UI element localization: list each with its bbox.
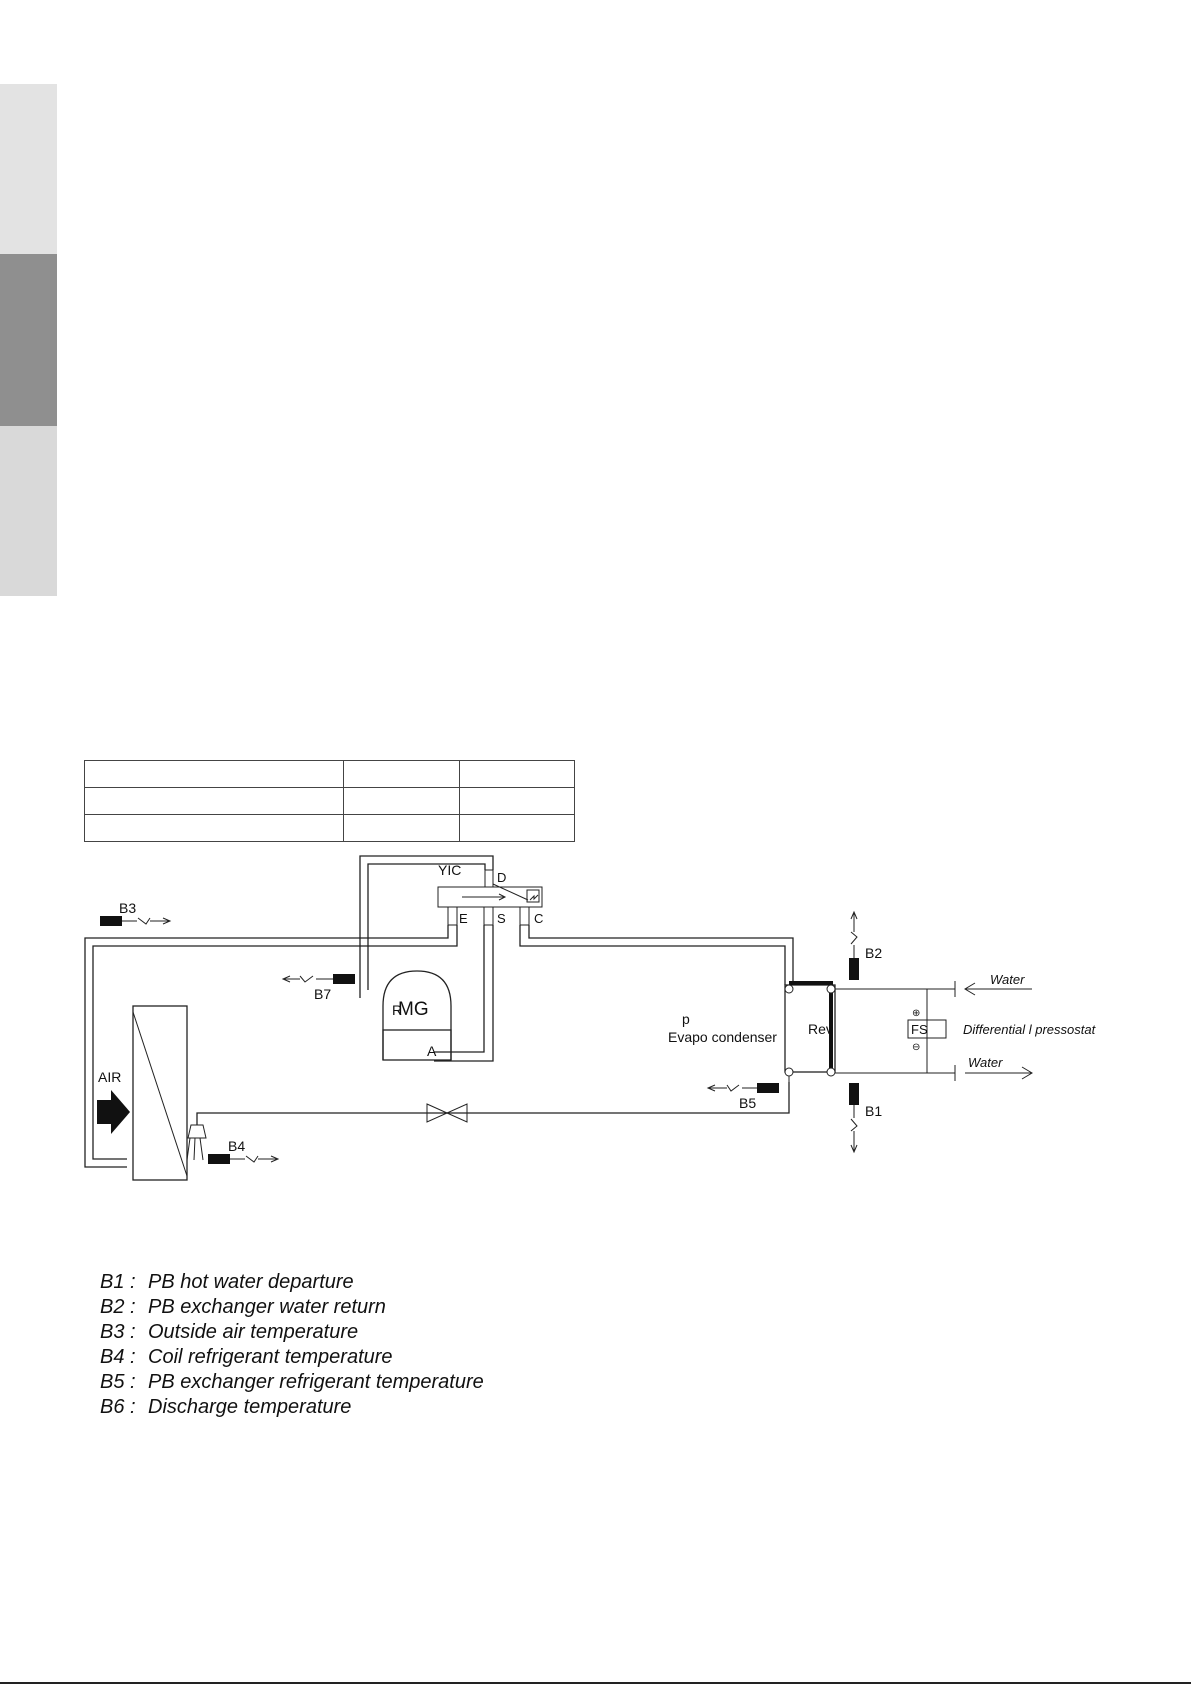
b7-probe-icon (333, 974, 355, 984)
table-row (84, 760, 575, 788)
sensor-b5: B5 (706, 1083, 779, 1111)
sensor-b3: B3 (100, 900, 172, 926)
valve-port-e (447, 906, 458, 926)
b3-probe-icon (100, 916, 122, 926)
legend-item: B5 : PB exchanger refrigerant temperature (100, 1370, 484, 1395)
air-label: AIR (98, 1069, 121, 1085)
plus-icon: ⊕ (912, 1008, 920, 1019)
table-cell (459, 760, 575, 788)
table-cell (343, 787, 460, 815)
pipe-e-to-coil (84, 925, 458, 1168)
b4-label: B4 (228, 1138, 245, 1154)
legend-text: Outside air temperature (148, 1321, 359, 1343)
p-label: p (682, 1011, 690, 1027)
b2-label: B2 (865, 945, 882, 961)
port-e-label: E (459, 911, 468, 926)
side-tab-active (0, 254, 57, 426)
a-label: A (427, 1043, 437, 1059)
legend-item: B1 : PB hot water departure (100, 1270, 484, 1295)
valve-arrow-icon (462, 893, 507, 901)
legend-code: B5 : (100, 1371, 136, 1393)
mg-label: MG (398, 999, 429, 1020)
b5-signal-icon (706, 1084, 757, 1092)
table-cell (84, 814, 344, 842)
b5-probe-icon (757, 1083, 779, 1093)
legend-text: Coil refrigerant temperature (148, 1346, 393, 1368)
empty-spec-table (84, 760, 575, 842)
water-out-label: Water (968, 1055, 1003, 1070)
flow-switch-icon (907, 1019, 947, 1039)
valve-port-s (483, 906, 494, 926)
solenoid-bolt-icon (529, 894, 539, 901)
b4-probe-icon (208, 1154, 230, 1164)
sensor-b2: B2 (849, 910, 882, 980)
water-circuit: FS ⊕ ⊖ Water Water Differential l presso… (835, 972, 1097, 1081)
table-cell (459, 814, 575, 842)
legend-text: Discharge temperature (148, 1396, 352, 1418)
b4-signal-icon (230, 1155, 280, 1163)
air-arrow-icon (97, 1090, 130, 1134)
compressor-mg: R MG A (382, 970, 452, 1061)
rev-label: Rev (808, 1021, 833, 1037)
sensor-legend: B1 : PB hot water departure B2 : PB exchan… (100, 1270, 484, 1420)
differential-pressostat-label: Differential l pressostat (963, 1022, 1097, 1037)
b3-signal-icon (122, 917, 172, 925)
sensor-b4: B4 (186, 1124, 280, 1164)
expansion-valve-icon (426, 1103, 468, 1123)
legend-item: B2 : PB exchanger water return (100, 1295, 484, 1320)
fs-label: FS (911, 1022, 928, 1037)
b7-signal-icon (281, 975, 333, 983)
liquid-line (196, 1082, 790, 1125)
evapo-condenser-exchanger: p Evapo condenser Rev (668, 981, 836, 1082)
b1-label: B1 (865, 1103, 882, 1119)
pipe-c-to-exchanger (519, 925, 794, 985)
table-row (84, 814, 575, 842)
compressor-suction-pipe (359, 855, 494, 998)
port-s-label: S (497, 911, 506, 926)
b3-label: B3 (119, 900, 136, 916)
port-c-label: C (534, 911, 543, 926)
b5-label: B5 (739, 1095, 756, 1111)
legend-code: B2 : (100, 1296, 136, 1318)
b1-signal-icon (850, 1105, 858, 1154)
table-cell (459, 787, 575, 815)
heat-pump-refrigerant-diagram: YIC D E S C R MG A B3 B7 (84, 855, 1097, 1181)
b7-label: B7 (314, 986, 331, 1002)
legend-code: B6 : (100, 1396, 136, 1418)
water-in-arrow-icon (964, 982, 1032, 996)
legend-text: PB exchanger refrigerant temperature (148, 1371, 484, 1393)
sensor-b1: B1 (849, 1083, 882, 1154)
valve-port-c (519, 906, 530, 926)
legend-item: B6 : Discharge temperature (100, 1395, 484, 1420)
air-coil: AIR (97, 1005, 188, 1181)
valve-port-d (484, 869, 494, 888)
port-d-label: D (497, 870, 506, 885)
table-cell (343, 814, 460, 842)
distributor-icon (187, 1124, 207, 1139)
b2-signal-icon (850, 910, 858, 958)
water-in-label: Water (990, 972, 1025, 987)
side-tab-bottom (0, 426, 57, 596)
legend-item: B3 : Outside air temperature (100, 1320, 484, 1345)
yic-label: YIC (438, 862, 461, 878)
legend-text: PB hot water departure (148, 1271, 354, 1293)
r-label: R (392, 1002, 402, 1018)
four-way-valve-yic: YIC D E S C (437, 862, 543, 926)
legend-code: B3 : (100, 1321, 136, 1343)
valve-solenoid-icon (526, 889, 540, 903)
footer-rule (0, 1682, 1191, 1684)
legend-item: B4 : Coil refrigerant temperature (100, 1345, 484, 1370)
b1-probe-icon (849, 1083, 859, 1105)
legend-code: B1 : (100, 1271, 136, 1293)
minus-icon: ⊖ (912, 1042, 920, 1053)
b2-probe-icon (849, 958, 859, 980)
legend-code: B4 : (100, 1346, 136, 1368)
legend-text: PB exchanger water return (148, 1296, 386, 1318)
sensor-b7: B7 (281, 974, 355, 1002)
side-tab-top (0, 84, 57, 254)
water-out-arrow-icon (965, 1066, 1033, 1080)
evapo-label: Evapo condenser (668, 1029, 777, 1045)
